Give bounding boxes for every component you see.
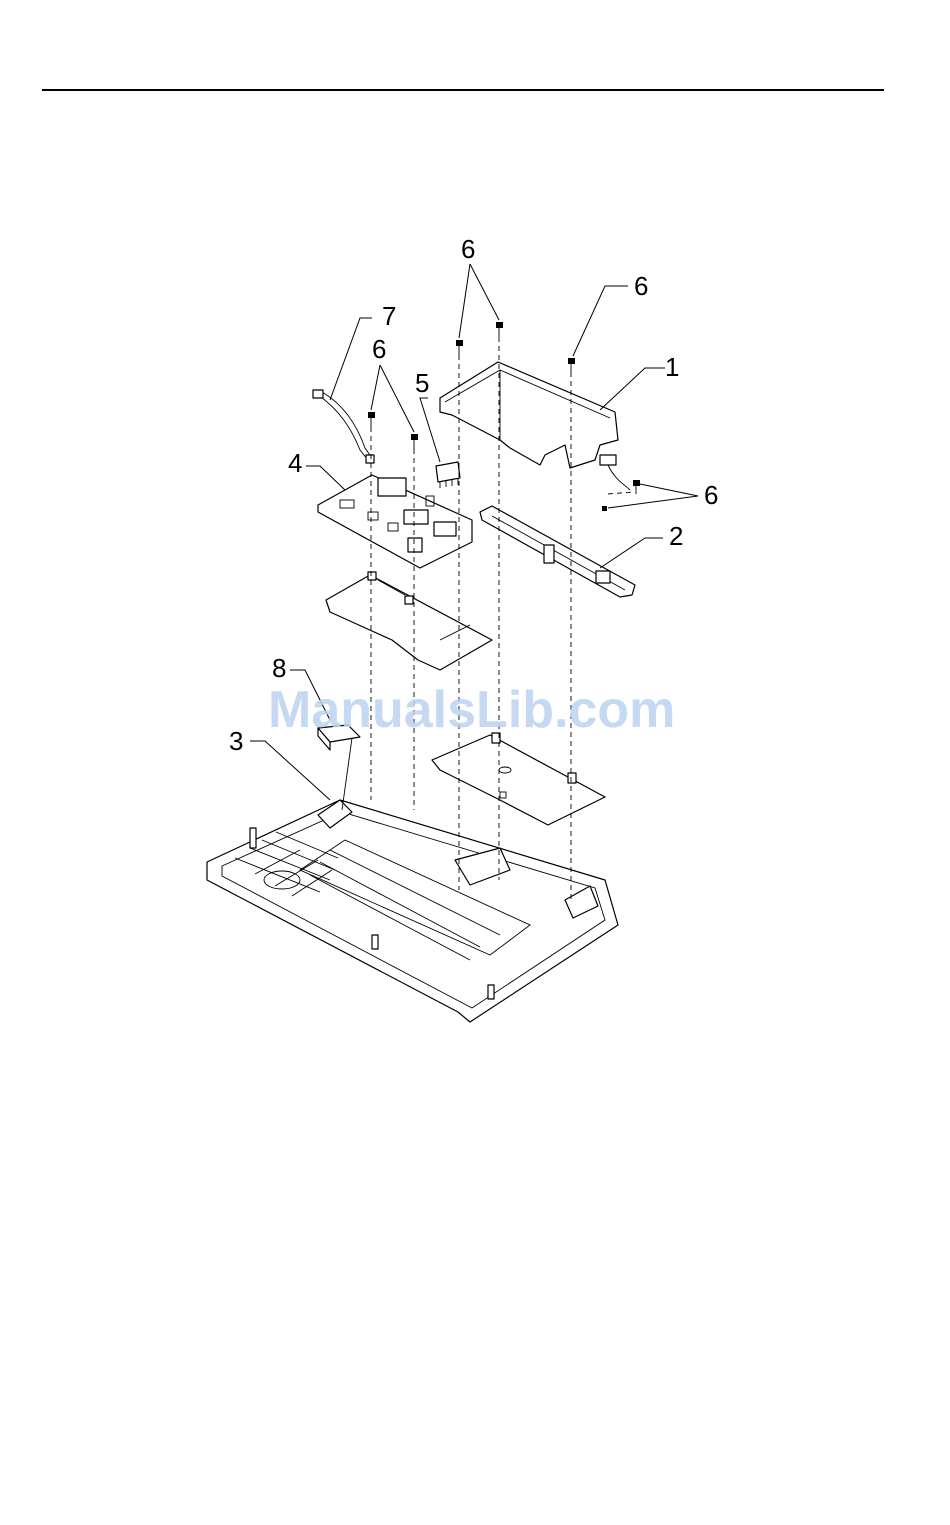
screw-icon — [602, 506, 607, 511]
callout-6-right: 6 — [704, 480, 718, 510]
callout-6-top: 6 — [461, 234, 475, 264]
screw-icon — [496, 322, 503, 337]
watermark-text: ManualsLib.com — [268, 681, 675, 739]
screw-icon — [368, 412, 375, 427]
screw-icon — [411, 434, 418, 449]
callout-5: 5 — [415, 368, 429, 398]
callout-1: 1 — [665, 352, 679, 382]
screw-icon — [568, 358, 575, 372]
screw-icon — [633, 480, 640, 494]
callout-4: 4 — [288, 448, 302, 478]
flat-cable — [480, 506, 635, 597]
board-plate-left — [326, 572, 492, 670]
callout-6-left: 6 — [372, 334, 386, 364]
screw-icon — [456, 340, 463, 355]
callout-8: 8 — [272, 653, 286, 683]
callout-3: 3 — [229, 726, 243, 756]
circuit-board — [318, 475, 472, 568]
callout-2: 2 — [669, 521, 683, 551]
ic-chip — [436, 462, 460, 488]
cable-harness — [313, 390, 374, 463]
base-frame — [207, 800, 618, 1022]
top-cover — [440, 362, 630, 490]
callout-6-topright: 6 — [634, 271, 648, 301]
callout-labels: 6 6 7 1 6 5 4 6 2 8 3 — [229, 234, 718, 756]
callout-7: 7 — [382, 301, 396, 331]
board-plate-right — [432, 733, 605, 825]
